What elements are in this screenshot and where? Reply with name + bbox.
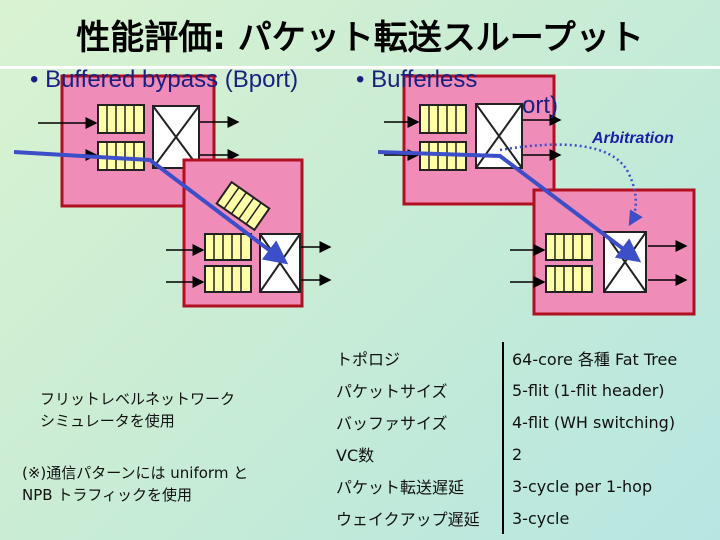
input-buffer-1: [97, 104, 145, 134]
input-buffer-4: [545, 265, 593, 293]
input-buffer-4: [204, 265, 252, 293]
note-line: フリットレベルネットワーク: [40, 390, 236, 408]
link-arrows: [166, 241, 332, 288]
link-arrows: [384, 114, 562, 161]
input-buffer-3: [545, 233, 593, 261]
packet-flow-arrow: [13, 150, 289, 265]
simulator-note: フリットレベルネットワーク シミュレータを使用: [40, 388, 235, 432]
crossbar-switch: [259, 233, 301, 293]
table-row: トポロジ 64-core 各種 Fat Tree: [330, 342, 683, 374]
title-divider: [0, 66, 720, 69]
router-bottom-right: [532, 188, 696, 316]
router-bottom-left: [182, 158, 304, 308]
param-value: 5-flit (1-flit header): [512, 380, 665, 400]
input-buffer-1: [419, 104, 467, 134]
bypass-buffer: [215, 180, 271, 232]
traffic-note: (※)通信パターンには uniform と NPB トラフィックを使用: [22, 462, 248, 506]
table-row: バッファサイズ 4-flit (WH switching): [330, 406, 683, 438]
bullet-bufferless-fragment: ort): [522, 92, 558, 119]
bullet-bufferless: • Bufferless: [356, 66, 478, 93]
note-line: シミュレータを使用: [40, 412, 175, 430]
table-row: ウェイクアップ遅延 3-cycle: [330, 502, 683, 534]
param-value: 3-cycle: [512, 508, 570, 528]
param-key: ウェイクアップ遅延: [330, 502, 504, 534]
param-value: 64-core 各種 Fat Tree: [512, 350, 678, 369]
simulation-params-table: トポロジ 64-core 各種 Fat Tree パケットサイズ 5-flit …: [330, 342, 683, 534]
param-key: パケットサイズ: [330, 374, 504, 406]
packet-flow-arrow: [377, 150, 642, 263]
param-key: パケット転送遅延: [330, 470, 504, 502]
table-row: パケットサイズ 5-flit (1-flit header): [330, 374, 683, 406]
param-key: バッファサイズ: [330, 406, 504, 438]
param-value: 3-cycle per 1-hop: [512, 476, 653, 496]
param-key: VC数: [330, 438, 504, 470]
crossbar-switch: [475, 103, 523, 169]
table-row: VC数 2: [330, 438, 683, 470]
link-arrows: [510, 240, 688, 288]
page-title: 性能評価: パケット転送スループット: [76, 18, 644, 58]
note-line: NPB トラフィックを使用: [22, 486, 193, 504]
note-line: (※)通信パターンには uniform と: [22, 464, 249, 482]
arbitration-label: Arbitration: [592, 130, 674, 147]
input-buffer-3: [204, 233, 252, 261]
param-value: 2: [512, 444, 523, 464]
arbitration-signal: [499, 143, 643, 227]
bullet-buffered-bypass: • Buffered bypass (Bport): [30, 66, 299, 93]
param-key: トポロジ: [330, 342, 504, 374]
param-value: 4-flit (WH switching): [512, 412, 676, 432]
crossbar-switch: [152, 105, 200, 169]
table-row: パケット転送遅延 3-cycle per 1-hop: [330, 470, 683, 502]
